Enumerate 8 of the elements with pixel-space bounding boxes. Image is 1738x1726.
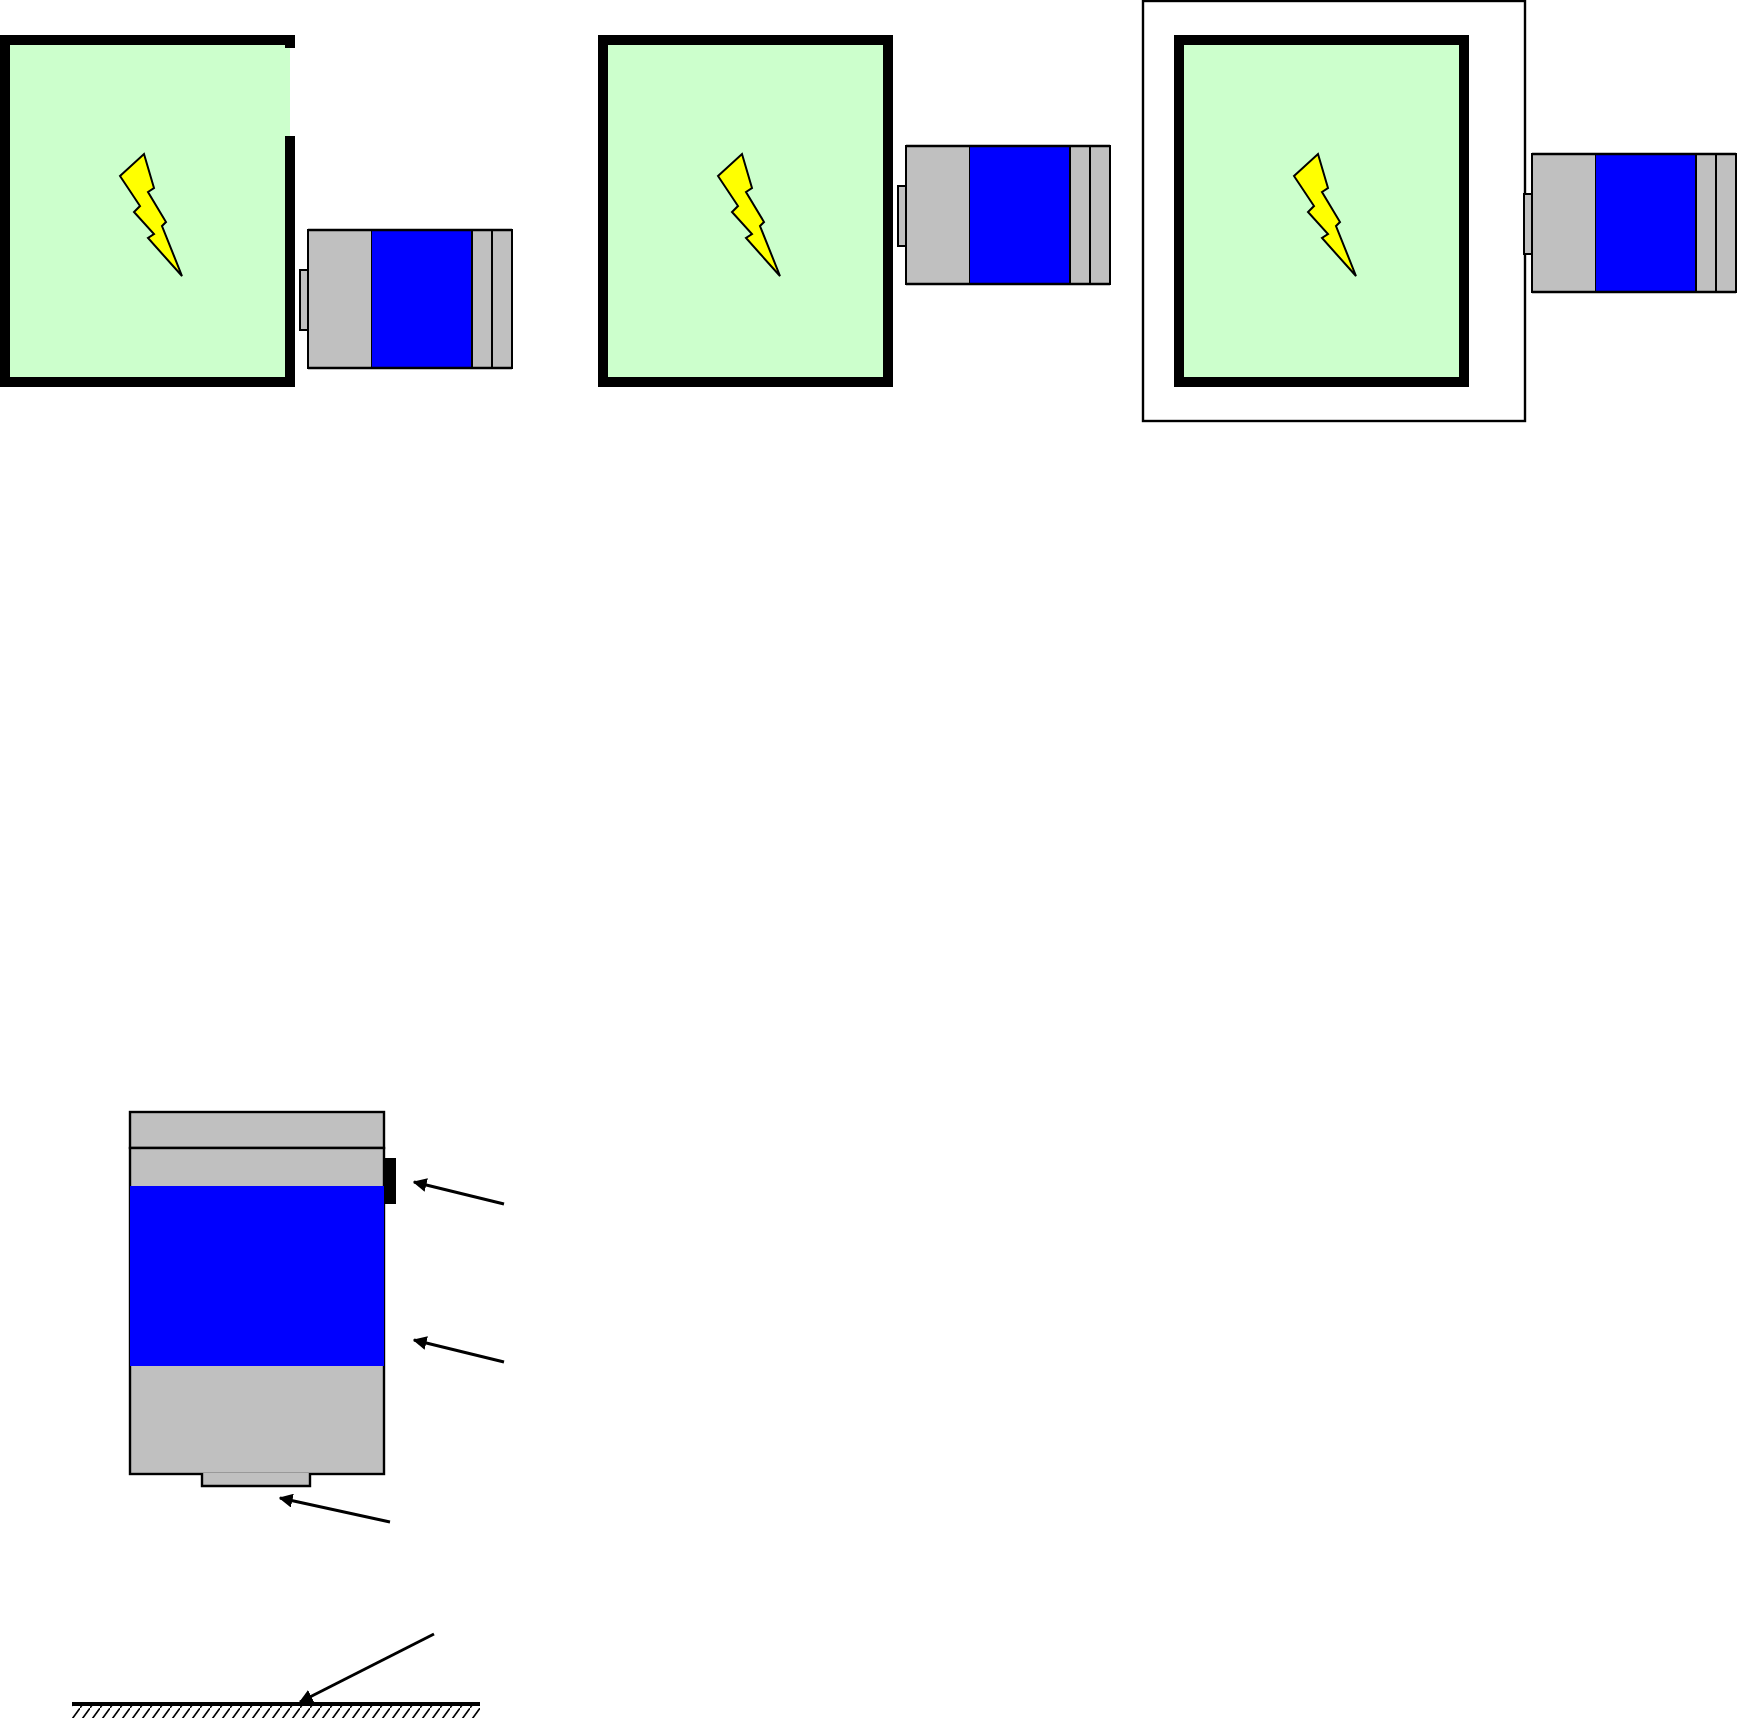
colour-band	[130, 1186, 384, 1366]
leader-line	[278, 1493, 391, 1524]
base-boss	[200, 1471, 312, 1488]
leader-line	[412, 1336, 505, 1364]
leader-line	[412, 1178, 505, 1206]
ground-surface	[72, 1702, 480, 1718]
leader-line	[298, 1632, 435, 1704]
mounting-tab	[384, 1158, 396, 1204]
